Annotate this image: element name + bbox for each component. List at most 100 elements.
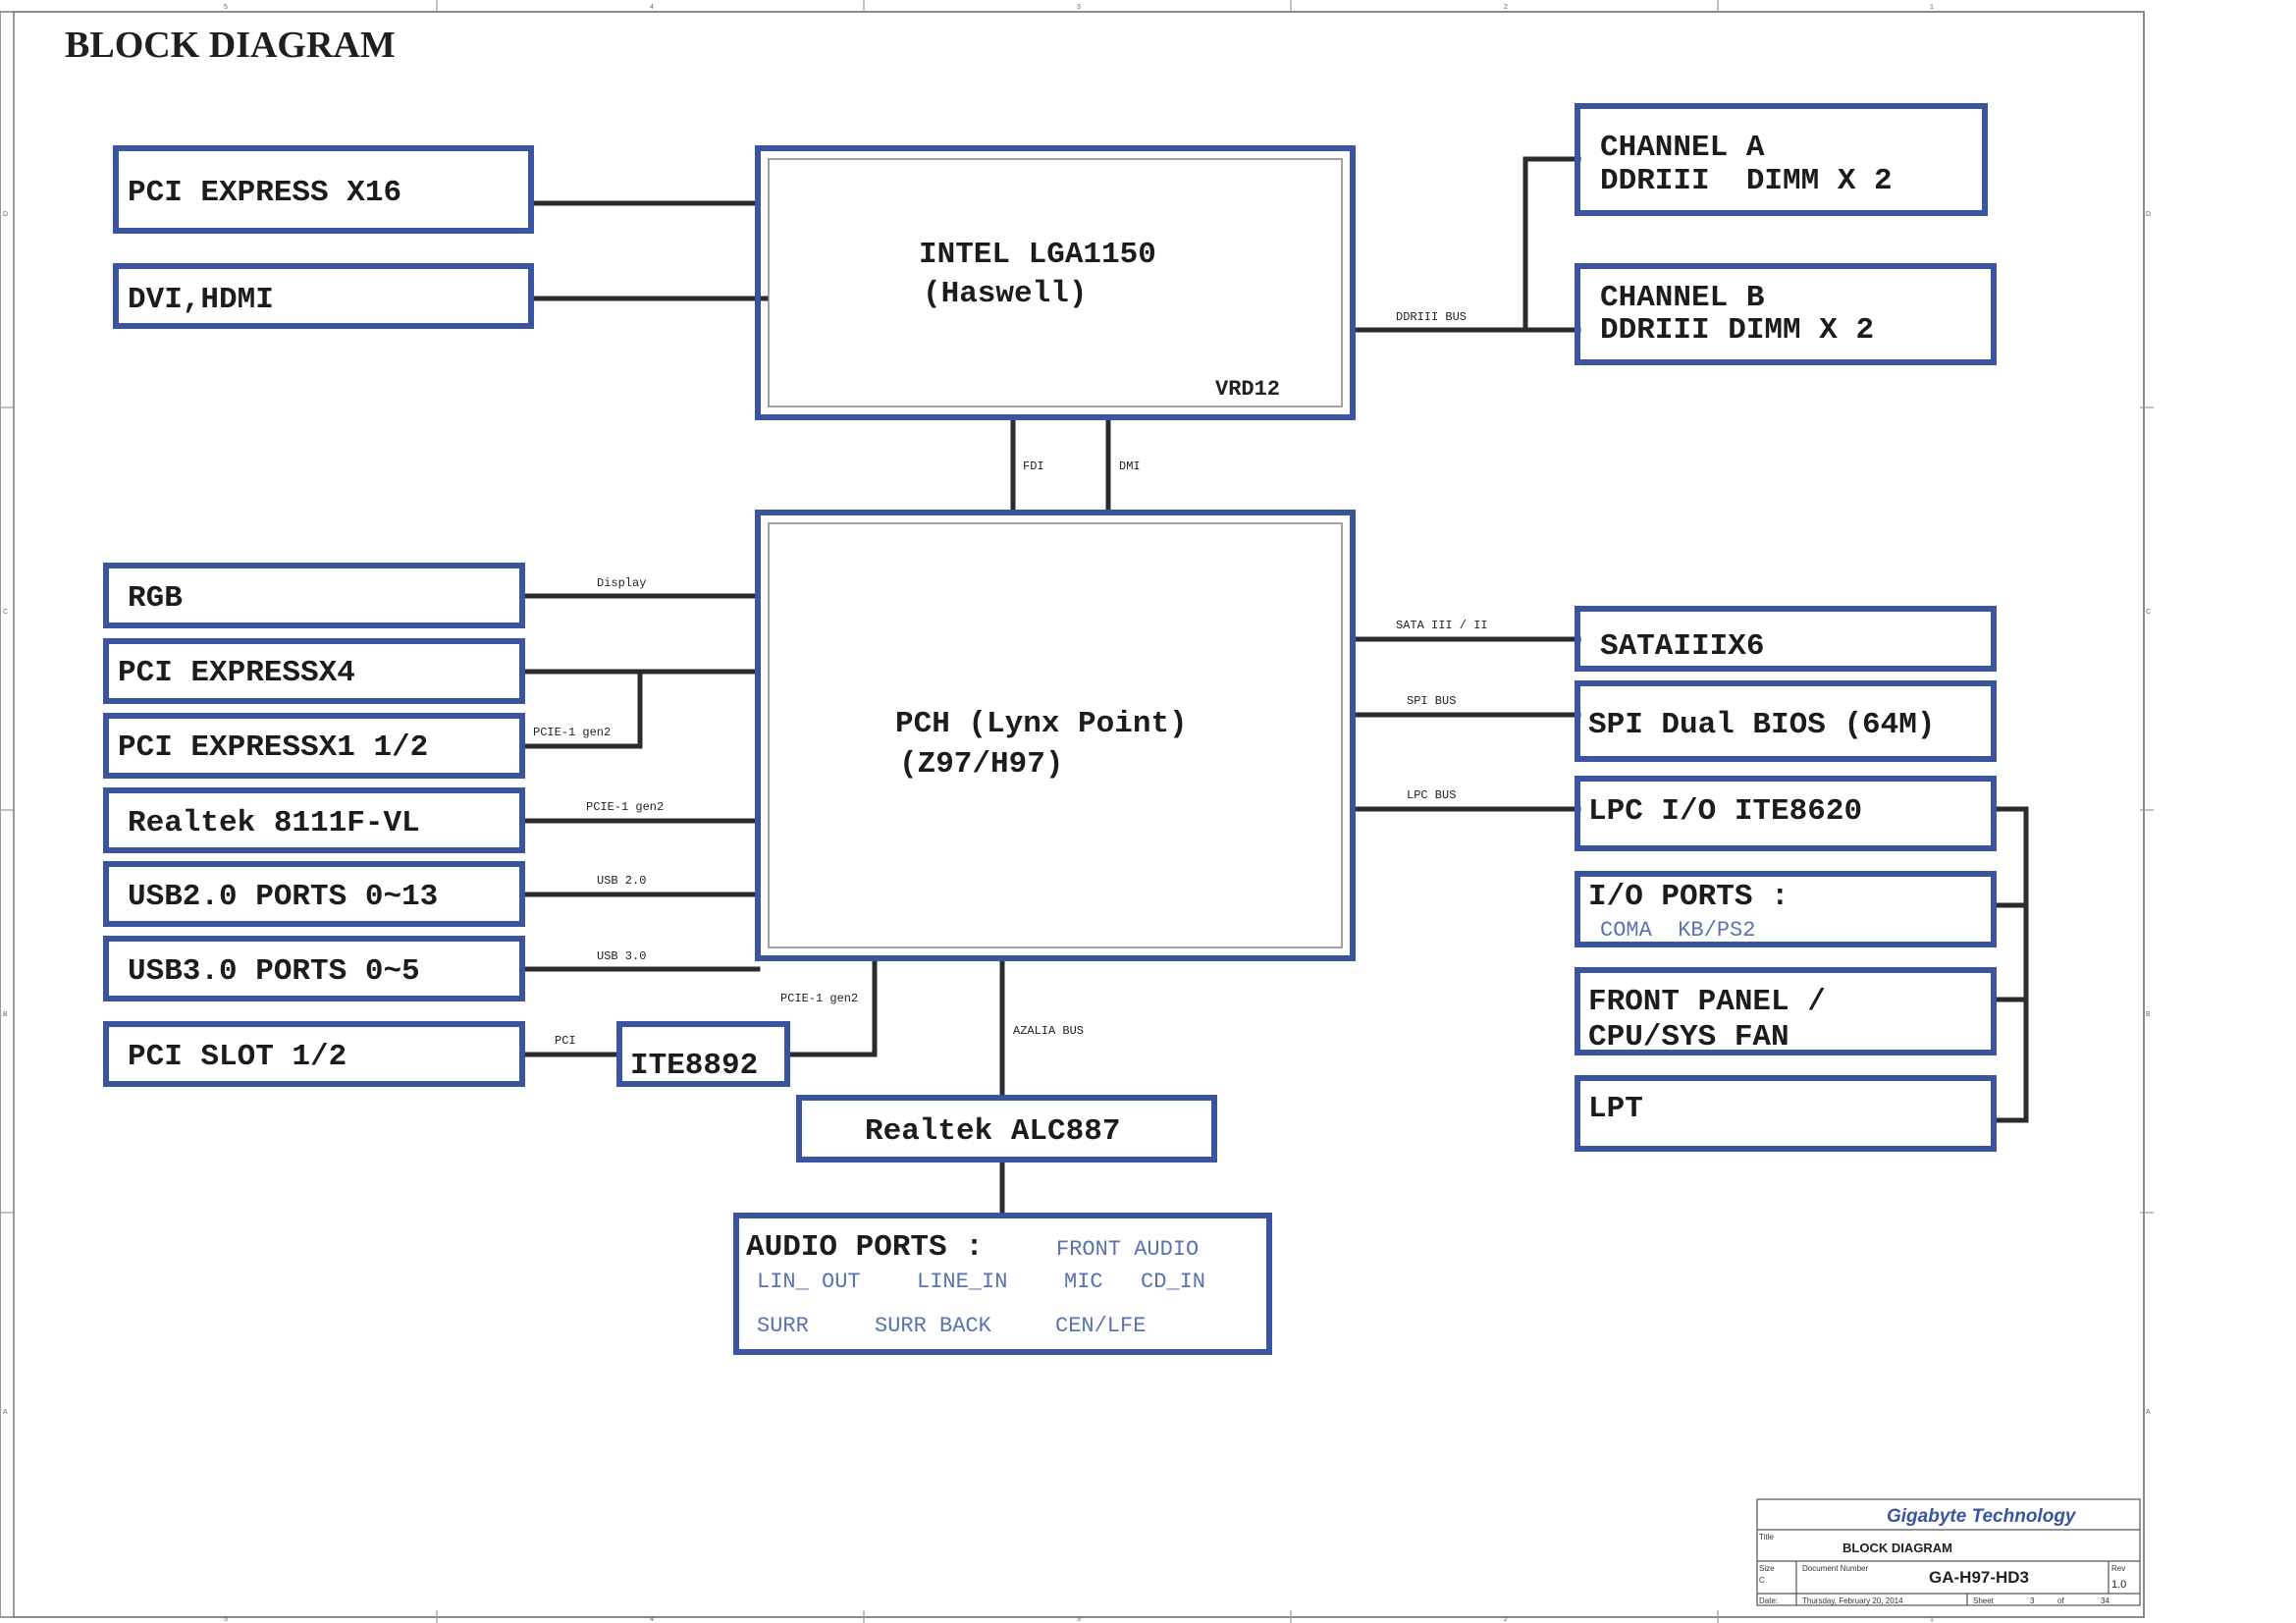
zone-label-bottom: 4 bbox=[650, 1616, 654, 1623]
zone-label-top: 1 bbox=[1930, 4, 1934, 11]
border-frame bbox=[0, 11, 2145, 1618]
channel-a-block: CHANNEL A DDRIII DIMM X 2 bbox=[1575, 103, 1988, 216]
sata-block: SATAIIIX6 bbox=[1575, 606, 1997, 672]
page-title: BLOCK DIAGRAM bbox=[65, 25, 396, 66]
pcie-x4-label: PCI EXPRESSX4 bbox=[118, 656, 355, 690]
zone-label-top: 2 bbox=[1504, 4, 1508, 11]
size-field-label: Size bbox=[1759, 1564, 1775, 1573]
front-panel-line2: CPU/SYS FAN bbox=[1588, 1020, 1789, 1055]
date-field-label: Date: bbox=[1759, 1596, 1778, 1605]
lpt-block: LPT bbox=[1575, 1075, 1997, 1152]
usb3-block: USB3.0 PORTS 0~5 bbox=[103, 936, 525, 1001]
audio-lin-out: LIN_ OUT bbox=[757, 1270, 861, 1294]
pci-slot-block: PCI SLOT 1/2 bbox=[103, 1021, 525, 1087]
sheet-frame: 5 4 3 2 1 5 4 3 2 1 D C B A D C B A bbox=[0, 0, 2154, 1623]
rgb-label: RGB bbox=[128, 581, 183, 616]
bus-label-fdi: FDI bbox=[1023, 460, 1044, 473]
bus-label-pci: PCI bbox=[555, 1034, 576, 1048]
zone-label-top: 4 bbox=[650, 4, 654, 11]
zone-label-top: 3 bbox=[1077, 4, 1081, 11]
audio-mic: MIC bbox=[1064, 1270, 1103, 1294]
channel-b-block: CHANNEL B DDRIII DIMM X 2 bbox=[1575, 263, 1997, 365]
wires bbox=[520, 156, 2029, 1217]
audio-ports-block: AUDIO PORTS : FRONT AUDIO LIN_ OUT LINE_… bbox=[733, 1213, 1272, 1355]
spi-label: SPI Dual BIOS (64M) bbox=[1588, 708, 1935, 742]
sheet-field-value: 3 bbox=[2030, 1596, 2035, 1605]
title-field-value: BLOCK DIAGRAM bbox=[1842, 1541, 1952, 1555]
channel-a-line1: CHANNEL A bbox=[1600, 131, 1765, 165]
channel-a-line2: DDRIII DIMM X 2 bbox=[1600, 164, 1893, 198]
bus-label-pcie-x1: PCIE-1 gen2 bbox=[533, 726, 611, 739]
ite8892-label: ITE8892 bbox=[630, 1049, 758, 1083]
lpt-label: LPT bbox=[1588, 1092, 1643, 1126]
usb2-label: USB2.0 PORTS 0~13 bbox=[128, 880, 438, 914]
sata-label: SATAIIIX6 bbox=[1600, 629, 1764, 664]
doc-field-value: GA-H97-HD3 bbox=[1929, 1568, 2029, 1587]
size-field-value: C bbox=[1759, 1576, 1765, 1585]
audio-surr-back: SURR BACK bbox=[875, 1314, 992, 1338]
bus-label-ddr: DDRIII BUS bbox=[1396, 310, 1467, 324]
lan-block: Realtek 8111F-VL bbox=[103, 787, 525, 853]
lpc-io-label: LPC I/O ITE8620 bbox=[1588, 794, 1862, 829]
bus-label-lpc: LPC BUS bbox=[1407, 788, 1456, 802]
sheet-field-label: Sheet bbox=[1973, 1596, 1995, 1605]
title-block: Gigabyte Technology Title BLOCK DIAGRAM … bbox=[1756, 1498, 2141, 1606]
audio-surr: SURR bbox=[757, 1314, 809, 1338]
rev-field-value: 1.0 bbox=[2111, 1579, 2126, 1591]
of-field-label: of bbox=[2057, 1596, 2064, 1605]
zone-label-side: B bbox=[2146, 1011, 2151, 1018]
bus-label-usb2: USB 2.0 bbox=[597, 874, 646, 888]
company-name: Gigabyte Technology bbox=[1887, 1506, 2077, 1527]
audio-codec-label: Realtek ALC887 bbox=[865, 1114, 1120, 1149]
title-field-label: Title bbox=[1759, 1533, 1774, 1542]
channel-b-line1: CHANNEL B bbox=[1600, 281, 1764, 315]
dvi-hdmi-label: DVI,HDMI bbox=[128, 283, 274, 317]
zone-label-side: D bbox=[3, 211, 8, 218]
cpu-codename: (Haswell) bbox=[923, 277, 1087, 311]
bus-label-pcie-lan: PCIE-1 gen2 bbox=[586, 800, 664, 814]
channel-b-line2: DDRIII DIMM X 2 bbox=[1600, 313, 1874, 348]
cpu-name: INTEL LGA1150 bbox=[919, 238, 1156, 272]
date-field-value: Thursday, February 20, 2014 bbox=[1802, 1596, 1903, 1605]
zone-label-side: C bbox=[2146, 609, 2151, 616]
pch-name: PCH (Lynx Point) bbox=[895, 707, 1188, 741]
front-panel-block: FRONT PANEL / CPU/SYS FAN bbox=[1575, 967, 1997, 1055]
pch-block: PCH (Lynx Point) (Z97/H97) bbox=[755, 510, 1356, 961]
audio-ports-title: AUDIO PORTS : bbox=[746, 1230, 984, 1265]
front-panel-line1: FRONT PANEL / bbox=[1588, 985, 1826, 1019]
zone-label-bottom: 1 bbox=[1930, 1616, 1934, 1623]
pcie-x4-block: PCI EXPRESSX4 bbox=[103, 638, 525, 704]
zone-label-bottom: 3 bbox=[1077, 1616, 1081, 1623]
usb2-block: USB2.0 PORTS 0~13 bbox=[103, 861, 525, 927]
pcie-x1-label: PCI EXPRESSX1 1/2 bbox=[118, 730, 428, 765]
bus-label-usb3: USB 3.0 bbox=[597, 949, 646, 963]
audio-codec-block: Realtek ALC887 bbox=[796, 1095, 1217, 1163]
bus-label-display: Display bbox=[597, 576, 646, 590]
lan-label: Realtek 8111F-VL bbox=[128, 806, 420, 840]
pci-slot-label: PCI SLOT 1/2 bbox=[128, 1040, 347, 1074]
zone-label-side: A bbox=[2146, 1409, 2151, 1416]
io-ports-sub: COMA KB/PS2 bbox=[1600, 918, 1755, 943]
spi-block: SPI Dual BIOS (64M) bbox=[1575, 680, 1997, 762]
cpu-block: INTEL LGA1150 (Haswell) VRD12 bbox=[755, 145, 1356, 420]
bus-label-pcie-ite: PCIE-1 gen2 bbox=[780, 992, 858, 1005]
pch-variant: (Z97/H97) bbox=[899, 747, 1063, 782]
usb3-label: USB3.0 PORTS 0~5 bbox=[128, 954, 420, 989]
zone-label-side: B bbox=[3, 1011, 8, 1018]
audio-front: FRONT AUDIO bbox=[1056, 1237, 1199, 1262]
zone-label-side: C bbox=[3, 609, 8, 616]
pcie-x16-block: PCI EXPRESS X16 bbox=[113, 145, 534, 234]
bus-label-azalia: AZALIA BUS bbox=[1013, 1024, 1084, 1038]
total-field-value: 34 bbox=[2101, 1596, 2109, 1605]
lpc-io-block: LPC I/O ITE8620 bbox=[1575, 776, 1997, 851]
rgb-block: RGB bbox=[103, 563, 525, 628]
zone-label-top: 5 bbox=[224, 4, 228, 11]
audio-cen-lfe: CEN/LFE bbox=[1055, 1314, 1146, 1338]
bus-label-sata: SATA III / II bbox=[1396, 619, 1488, 632]
pcie-x1-block: PCI EXPRESSX1 1/2 bbox=[103, 713, 525, 779]
io-ports-label: I/O PORTS : bbox=[1588, 880, 1789, 914]
bus-label-dmi: DMI bbox=[1119, 460, 1141, 473]
dvi-hdmi-block: DVI,HDMI bbox=[113, 263, 534, 329]
zone-label-side: A bbox=[3, 1409, 8, 1416]
io-ports-block: I/O PORTS : COMA KB/PS2 bbox=[1575, 871, 1997, 947]
